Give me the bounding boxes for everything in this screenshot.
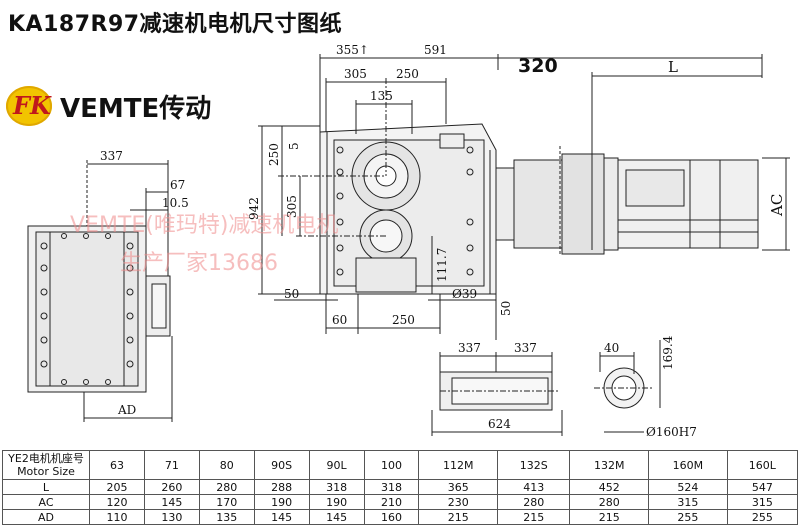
gearbox-front-view (319, 123, 497, 295)
table-cell: 524 (648, 479, 728, 495)
table-row-ac: AC 120 145 170 190 190 210 230 280 280 3… (2, 494, 799, 510)
watermark-line-2: 生产厂家13686 (120, 251, 278, 276)
table-cell: 215 (497, 509, 571, 525)
dim-label-60: 60 (332, 313, 347, 327)
motor-size-table: YE2电机机座号 Motor Size 63 71 80 90S 90L 100… (2, 450, 799, 525)
table-cell: 130 (143, 509, 200, 525)
table-cell: 145 (143, 494, 200, 510)
watermark-line-1: VEMTE(唯玛特)减速机电机 (70, 213, 338, 238)
table-cell: 288 (253, 479, 310, 495)
dim-label-5: 5 (287, 142, 301, 150)
dim-label-591: 591 (424, 43, 447, 57)
table-cell: 365 (418, 479, 499, 495)
size-cell: 160L (726, 450, 799, 480)
table-header-row: YE2电机机座号 Motor Size 63 71 80 90S 90L 100… (2, 450, 799, 480)
dim-label-337-b: 337 (514, 341, 537, 355)
size-cell: 71 (143, 450, 200, 480)
logo-text: VEMTE传动 (60, 93, 212, 124)
size-cell: 132S (497, 450, 571, 480)
table-cell: 190 (253, 494, 310, 510)
shaft-view (431, 340, 661, 436)
dim-label-355: 355↑ (336, 43, 369, 57)
dim-label-250-left: 250 (267, 143, 281, 166)
table-cell: 145 (308, 509, 365, 525)
dim-label-111-7: 111.7 (435, 248, 449, 282)
technical-drawing: VEMTE(唯玛特)减速机电机 生产厂家13686 337 67 10.5 AD… (27, 43, 790, 439)
dim-label-337-a: 337 (458, 341, 481, 355)
dim-label-305-left: 305 (285, 195, 299, 218)
table-cell: 280 (569, 494, 650, 510)
dim-label-67: 67 (170, 178, 185, 192)
table-cell: 120 (89, 494, 145, 510)
dim-label-ad: AD (117, 403, 136, 417)
dim-label-337-side: 337 (100, 149, 123, 163)
dim-label-40: 40 (604, 341, 619, 355)
row-label: AC (2, 494, 90, 510)
dim-label-ac: AC (768, 194, 786, 217)
dim-label-135: 135 (370, 89, 393, 103)
dim-label-l: L (668, 58, 678, 76)
size-cell: 132M (569, 450, 650, 480)
dim-label-320: 320 (518, 55, 558, 77)
dim-label-50-bottom: 50 (284, 287, 299, 301)
dim-label-39: Ø39 (452, 287, 477, 301)
table-cell: 255 (648, 509, 728, 525)
table-cell: 135 (198, 509, 255, 525)
size-cell: 160M (648, 450, 728, 480)
table-cell: 315 (648, 494, 728, 510)
table-cell: 280 (497, 494, 571, 510)
table-cell: 452 (569, 479, 650, 495)
brand-logo: FK VEMTE传动 (6, 86, 211, 126)
row-label: AD (2, 509, 90, 525)
table-cell: 110 (89, 509, 145, 525)
dim-label-50-right: 50 (499, 301, 513, 316)
table-row-ad: AD 110 130 135 145 145 160 215 215 215 2… (2, 509, 799, 525)
table-cell: 255 (726, 509, 799, 525)
dim-label-169-4: 169.4 (661, 335, 675, 370)
table-header-label: YE2电机机座号 Motor Size (2, 450, 90, 480)
dim-label-250-top: 250 (396, 67, 419, 81)
table-cell: 318 (308, 479, 365, 495)
table-cell: 160 (363, 509, 420, 525)
table-cell: 210 (363, 494, 420, 510)
table-cell: 547 (726, 479, 799, 495)
dim-label-250-bottom: 250 (392, 313, 415, 327)
table-cell: 280 (198, 479, 255, 495)
size-cell: 80 (198, 450, 255, 480)
table-cell: 315 (726, 494, 799, 510)
table-cell: 260 (143, 479, 200, 495)
size-cell: 63 (89, 450, 145, 480)
dim-label-942: 942 (247, 197, 261, 220)
table-cell: 318 (363, 479, 420, 495)
size-cell: 90L (308, 450, 365, 480)
dim-label-160h7: Ø160H7 (646, 425, 697, 439)
row-label: L (2, 479, 90, 495)
table-row-l: L 205 260 280 288 318 318 365 413 452 52… (2, 479, 799, 495)
dim-label-305-top: 305 (344, 67, 367, 81)
motor-side-view (495, 72, 790, 256)
dim-label-10-5: 10.5 (162, 196, 189, 210)
size-cell: 90S (253, 450, 310, 480)
table-cell: 413 (497, 479, 571, 495)
side-view (27, 160, 173, 422)
main-view-dims (258, 54, 763, 340)
table-cell: 215 (569, 509, 650, 525)
table-cell: 205 (89, 479, 145, 495)
table-cell: 145 (253, 509, 310, 525)
size-cell: 112M (418, 450, 499, 480)
table-cell: 190 (308, 494, 365, 510)
table-cell: 230 (418, 494, 499, 510)
page-title: KA187R97减速机电机尺寸图纸 (8, 12, 343, 37)
logo-badge-icon: FK (6, 86, 52, 126)
dim-label-624: 624 (488, 417, 511, 431)
table-cell: 215 (418, 509, 499, 525)
table-cell: 170 (198, 494, 255, 510)
size-cell: 100 (363, 450, 420, 480)
